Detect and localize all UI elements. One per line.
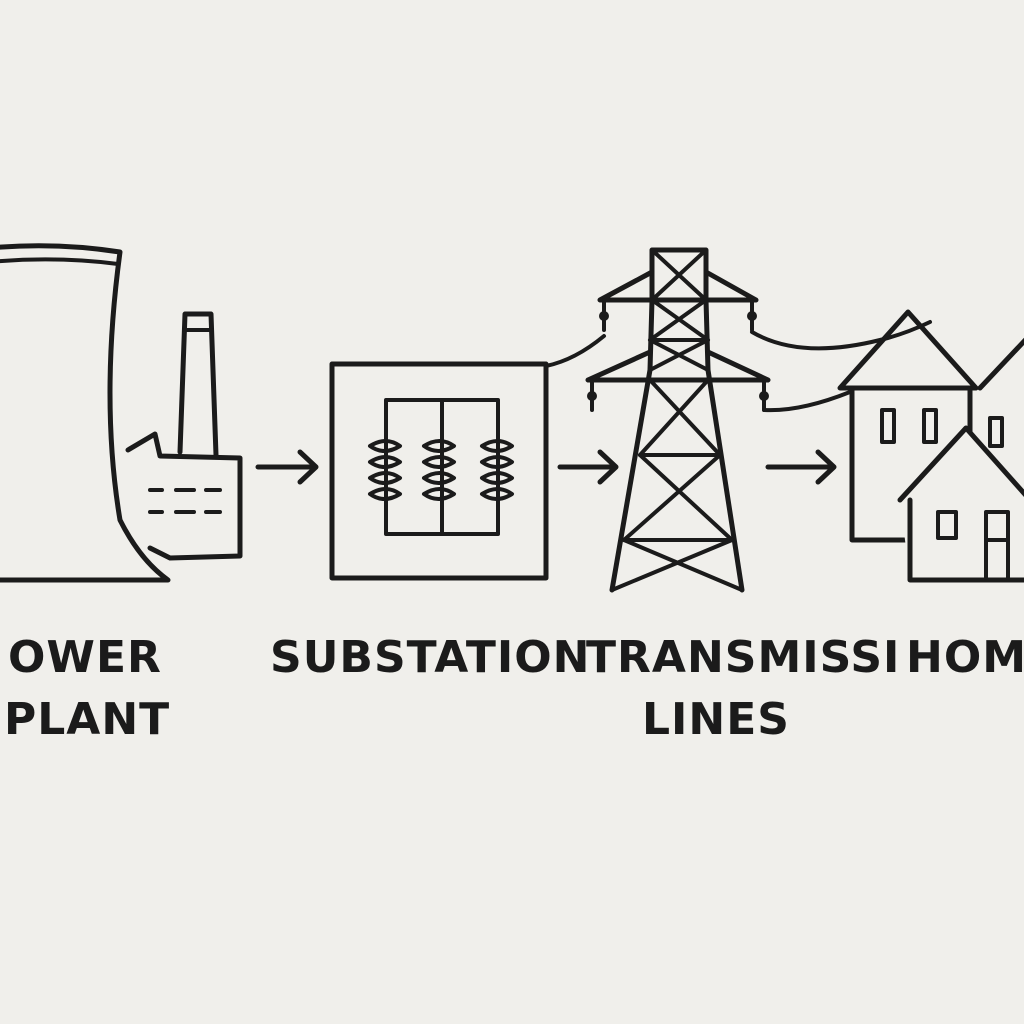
label-homes: HOM	[906, 632, 1024, 684]
label-line: SUBSTATION	[270, 632, 591, 683]
power-line	[544, 334, 606, 368]
houses-icon	[837, 309, 1024, 583]
transformer-icon	[329, 361, 549, 581]
label-line: PLANT	[4, 694, 171, 745]
coil-1	[368, 439, 402, 501]
label-line: LINES	[642, 694, 790, 745]
label-line: TRANSMISSI	[586, 632, 901, 683]
label-line: HOM	[906, 632, 1024, 683]
house-front	[897, 416, 1024, 583]
transmission-tower-icon	[585, 247, 771, 593]
arrow-right-icon	[765, 449, 837, 485]
power-line	[750, 320, 932, 351]
factory	[125, 311, 243, 561]
arrow-right-icon	[557, 449, 619, 485]
coil-3	[480, 439, 514, 501]
arrow-right-icon	[255, 449, 319, 485]
cooling-tower	[0, 243, 171, 583]
house-back	[837, 309, 1024, 543]
label-power-plant: OWER PLANT	[4, 632, 170, 746]
power-line	[762, 390, 852, 413]
label-line: OWER	[8, 632, 162, 683]
label-transmission-lines: TRANSMISSI LINES	[586, 632, 901, 746]
coil-2	[422, 439, 456, 501]
power-plant-icon	[0, 243, 243, 583]
label-substation: SUBSTATION	[270, 632, 591, 684]
